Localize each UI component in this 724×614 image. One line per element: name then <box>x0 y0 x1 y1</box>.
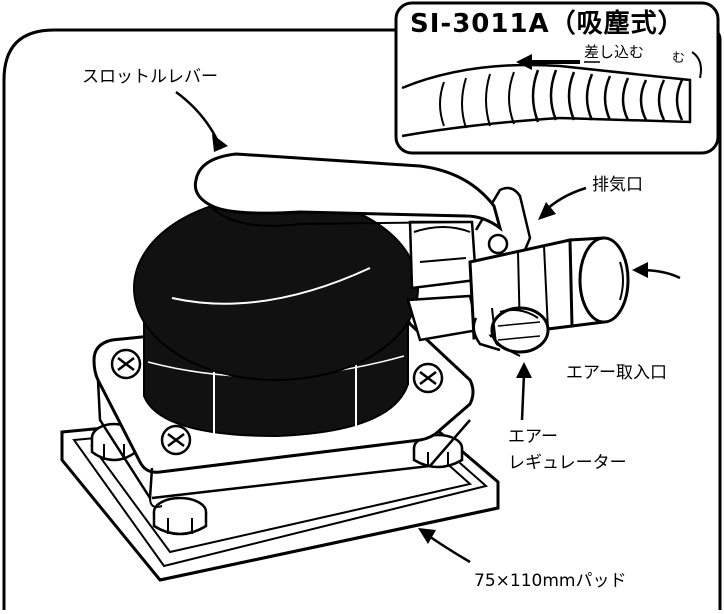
air-regulator-knob <box>472 306 550 357</box>
inset-arrow <box>516 54 580 70</box>
outer-frame <box>2 28 396 610</box>
throttle-lever-edge <box>209 205 471 227</box>
inset-insert-label: 差し込む <box>584 43 645 61</box>
throttle-lever <box>193 152 503 232</box>
inset-small-glyph: む <box>672 51 686 66</box>
leader-arrowheads <box>212 134 648 544</box>
grip-highlight <box>171 267 371 305</box>
label-exhaust: 排気口 <box>592 175 643 195</box>
label-pad: 75×110mmパッド <box>474 571 627 591</box>
label-air-regulator-line2: レギュレーター <box>508 453 627 473</box>
inset-hose <box>401 51 702 138</box>
label-air-regulator-line1: エアー <box>508 427 558 447</box>
plate-screws <box>110 348 444 456</box>
inset-title: SI-3011A（吸塵式） <box>410 9 685 39</box>
label-throttle-lever: スロットルレバー <box>82 67 218 87</box>
exhaust-fitting <box>406 186 532 342</box>
label-air-inlet: エアー取入口 <box>566 363 667 383</box>
